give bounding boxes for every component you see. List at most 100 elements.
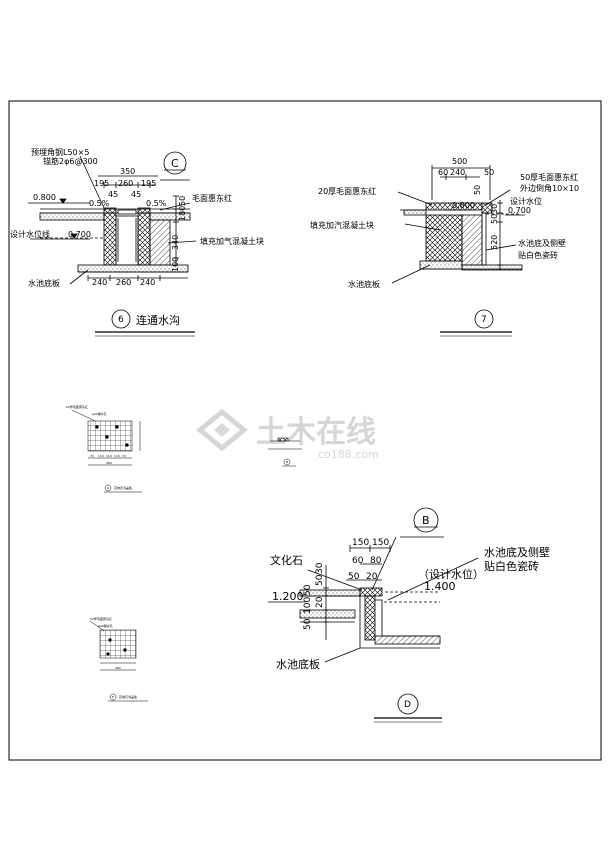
pool-bottom-label-d: 水池底板 — [276, 657, 320, 671]
detail-a-dim-total: 480 — [106, 461, 112, 465]
detail-d-number: D — [404, 700, 411, 710]
detail-e-caption: 花岗石沟盖板 — [119, 694, 137, 699]
detail-7-title-block: 7 — [440, 309, 512, 337]
water-level-label: 设计水位线 — [10, 229, 50, 239]
pool-walls-label-d1: 水池底及侧壁 — [484, 545, 550, 559]
dim-50: 50 — [178, 196, 187, 206]
dim-80-d: 80 — [370, 556, 382, 566]
pool-bottom-label-7: 水池底板 — [348, 279, 380, 289]
pool-walls-label-d2: 贴白色瓷砖 — [484, 559, 539, 573]
detail-a-dim-1: 70 — [90, 454, 94, 458]
detail-6-callout: C — [160, 151, 190, 181]
detail-d-labels: 150 150 60 80 50 20 文化石 水池底及侧壁 贴白色瓷砖 （设计… — [270, 538, 550, 671]
detail-d-callout-letter: B — [422, 514, 430, 527]
dim-195-left: 195 — [94, 179, 109, 188]
elevation-0800: 0.800 — [33, 193, 56, 202]
anchor-bar-label: 锚筋2φ6@300 — [43, 156, 98, 166]
watermark-brand: 土木在线 — [256, 415, 376, 450]
vdim-30: 30 — [315, 562, 325, 574]
dim-50-d: 50 — [348, 572, 360, 582]
dim-150-left: 150 — [352, 538, 369, 548]
sheet-border — [8, 100, 602, 761]
detail-e-labels: 50厚毛面惠东红 φ20漏水孔 360 E 花岗石沟盖板 — [90, 616, 148, 702]
detail-e-label-1: 50厚毛面惠东红 — [90, 616, 112, 621]
dim-45-right: 45 — [131, 190, 141, 199]
dim-195-right: 195 — [141, 179, 156, 188]
stone-50-label: 50厚毛面惠东红 — [520, 172, 578, 182]
detail-a-label-2: φ20漏水孔 — [92, 411, 107, 416]
detail-a-label-1: 50厚毛面惠东红 — [66, 404, 88, 409]
dim-45-left: 45 — [108, 190, 118, 199]
detail-a-dim-2: 110 — [98, 454, 104, 458]
watermark-site: co188.com — [318, 448, 379, 461]
detail-b-small-num: B — [286, 460, 288, 464]
detail-a-dim-3: 110 — [106, 454, 112, 458]
detail-d-callout: B — [400, 507, 444, 538]
water-level-label-7: 设计水位 — [510, 196, 542, 206]
elevation-1200: 1.200 — [272, 590, 304, 603]
water-level-label-d: （设计水位） — [418, 567, 484, 581]
detail-7-number: 7 — [481, 315, 487, 325]
detail-7-drawing — [391, 165, 525, 284]
detail-a-dim-4: 110 — [114, 454, 120, 458]
detail-a-caption-num: A — [107, 486, 110, 490]
vdim-50-mid: 50 — [303, 584, 313, 596]
dim-520: 520 — [490, 235, 499, 250]
detail-d-title-block: D — [374, 693, 442, 723]
detail-b-small: B — [268, 437, 302, 467]
pool-walls-label-2: 贴白色瓷砖 — [518, 250, 558, 260]
dim-150-right: 150 — [372, 538, 389, 548]
detail-e-dim-total: 360 — [115, 666, 121, 670]
detail-a-drawing — [71, 409, 141, 466]
detail-6-labels: 预埋角钢L50×5 锚筋2φ6@300 350 195 260 195 45 4… — [10, 147, 264, 288]
detail-d-drawing — [268, 536, 479, 663]
dim-20-d: 20 — [366, 572, 378, 582]
dim-60: 60 — [438, 168, 448, 177]
pool-walls-label-1: 水池底及侧壁 — [518, 238, 566, 248]
dim-500: 500 — [452, 157, 467, 166]
pool-bottom-label: 水池底板 — [28, 278, 60, 288]
dim-50-top: 50 — [484, 168, 494, 177]
elevation-1400: 1.400 — [424, 580, 456, 593]
vdim-20: 20 — [315, 596, 325, 608]
dim-340: 340 — [171, 235, 180, 250]
detail-e-caption-num: E — [112, 695, 114, 699]
dim-60-d: 60 — [352, 556, 364, 566]
watermark: 土木在线 co188.com — [196, 408, 379, 461]
dim-350: 350 — [120, 167, 135, 176]
detail-e-label-2: φ20漏水孔 — [98, 623, 113, 628]
detail-e-drawing — [89, 620, 137, 671]
stone-20-label: 20厚毛面惠东红 — [318, 186, 376, 196]
dim-100: 100 — [171, 257, 180, 272]
vdim-50-bottom: 50 — [303, 618, 313, 630]
detail-6-drawing — [28, 155, 197, 285]
dim-260-bottom: 260 — [116, 278, 131, 287]
detail-a-caption: 花岗石沟盖板 — [114, 485, 132, 490]
chamfer-label: 外边倒角10×10 — [520, 183, 579, 193]
elevation-0800-7: 0.800 — [452, 201, 475, 210]
dim-50-mid: 50 — [473, 185, 482, 195]
dim-240-left: 240 — [92, 278, 107, 287]
elevation-0700-7: 0.700 — [508, 206, 531, 215]
detail-6-title-block: 6 连通水沟 — [95, 309, 195, 337]
detail-a-labels: 50厚毛面惠东红 φ20漏水孔 70 110 110 110 70 480 A … — [66, 404, 142, 493]
detail-6-title: 连通水沟 — [136, 314, 180, 327]
fill-block-label-7: 填充加汽混凝土块 — [310, 220, 374, 230]
dim-240-right: 240 — [140, 278, 155, 287]
dim-240: 240 — [450, 168, 465, 177]
detail-6-number: 6 — [118, 315, 124, 325]
vdim-100: 100 — [303, 597, 313, 614]
dim-180: 180 — [178, 206, 187, 221]
dim-30: 30 — [490, 204, 499, 214]
fill-block-label: 填充加气混凝土块 — [200, 236, 264, 246]
detail-a-dim-5: 70 — [122, 454, 126, 458]
detail-7-labels: 500 60 240 50 50 20厚毛面惠东红 50厚毛面惠东红 外边倒角1… — [310, 157, 579, 289]
elevation-0700: 0.700 — [68, 230, 91, 239]
embed-angle-label: 预埋角钢L50×5 — [31, 147, 89, 157]
stone-finish-label: 毛面惠东红 — [192, 193, 232, 203]
dim-260-top: 260 — [118, 179, 133, 188]
slope-right: 0.5% — [146, 199, 167, 208]
vdim-50-top: 50 — [315, 574, 325, 586]
detail-6-callout-letter: C — [171, 157, 179, 170]
